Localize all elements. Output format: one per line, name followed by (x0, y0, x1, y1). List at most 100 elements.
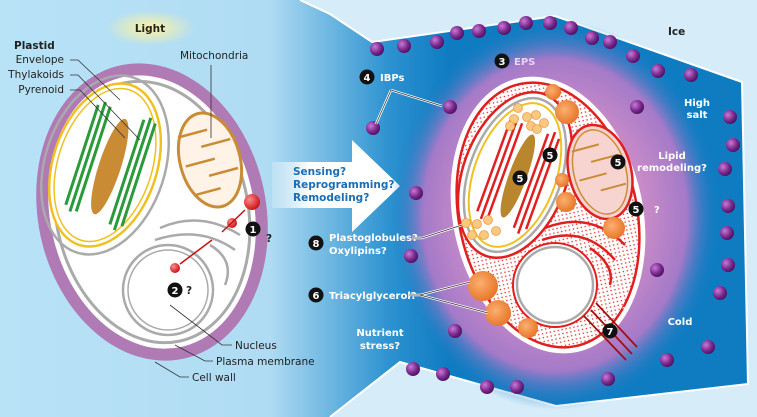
lipid-droplet (468, 271, 498, 301)
ice-binding-protein-bead (443, 100, 457, 114)
ice-binding-protein-bead (510, 380, 524, 394)
ice-binding-protein-bead (543, 16, 557, 30)
ice-binding-protein-bead (660, 353, 674, 367)
ice-binding-protein-bead (404, 249, 418, 263)
badge-5: 5 (628, 201, 644, 217)
ice-binding-protein-bead (726, 138, 740, 152)
nucleus-label: Nucleus (235, 340, 277, 352)
lipid-droplet (555, 100, 579, 124)
ice-label: Ice (668, 26, 685, 38)
plastid-label: Plastid (14, 40, 55, 52)
ice-binding-protein-bead (701, 340, 715, 354)
ice-binding-protein-bead (650, 263, 664, 277)
signal-molecule (244, 194, 260, 210)
plastoglobule (513, 103, 523, 113)
svg-text:5: 5 (615, 158, 622, 169)
badge-1: 1 (245, 221, 261, 237)
svg-text:8: 8 (313, 239, 320, 250)
plastoglobule (532, 124, 542, 134)
ice-binding-protein-bead (480, 380, 494, 394)
high-salt-label-2: salt (687, 110, 708, 121)
plastoglobule (531, 110, 541, 120)
svg-text:2: 2 (172, 286, 179, 297)
svg-text:7: 7 (607, 327, 614, 338)
ice-binding-protein-bead (370, 42, 384, 56)
svg-text:5: 5 (547, 151, 554, 162)
badge-8: 8 (308, 235, 324, 251)
lipid-droplet (555, 173, 569, 187)
ice-binding-protein-bead (721, 258, 735, 272)
ice-binding-protein-bead (497, 21, 511, 35)
plastoglobule (539, 118, 549, 128)
signal-arrow (179, 209, 246, 265)
ice-binding-protein-bead (723, 110, 737, 124)
signal-molecule (170, 263, 180, 273)
badge-5: 5 (610, 154, 626, 170)
ice-binding-protein-bead (450, 26, 464, 40)
plastoglobule (522, 112, 532, 122)
svg-text:3: 3 (499, 57, 506, 68)
badge-2: 2 (167, 282, 183, 298)
ice-binding-protein-bead (718, 162, 732, 176)
badge-7: 7 (602, 323, 618, 339)
ice-binding-protein-bead (409, 186, 423, 200)
ice-binding-protein-bead (630, 100, 644, 114)
plastoglobule (483, 215, 493, 225)
ice-binding-protein-bead (601, 372, 615, 386)
ice-binding-protein-bead (721, 199, 735, 213)
svg-text:1: 1 (250, 225, 257, 236)
badge-4: 4 (359, 69, 375, 85)
ice-binding-protein-bead (397, 39, 411, 53)
pyrenoid (91, 118, 129, 215)
transition-arrow (272, 140, 400, 232)
question-mark: ? (266, 233, 272, 245)
envelope-label: Envelope (16, 54, 64, 66)
thylakoids-label: Thylakoids (7, 69, 64, 81)
lipid-remodeling-label: Lipid (658, 151, 686, 162)
ice-binding-protein-bead (448, 324, 462, 338)
plastoglobules (461, 103, 549, 240)
thylakoids (64, 101, 157, 231)
ice-binding-protein-bead (564, 21, 578, 35)
ibps-label: IBPs (380, 73, 404, 84)
arrow-text-sensing: Sensing? (293, 166, 346, 178)
ice-binding-protein-bead (366, 121, 380, 135)
plastoglobule (472, 219, 482, 229)
plastid (39, 74, 171, 256)
svg-text:5: 5 (517, 174, 524, 185)
ice-binding-protein-bead (720, 226, 734, 240)
light-glow (105, 10, 195, 46)
lipid-droplet (603, 217, 625, 239)
endoplasmic-reticulum (154, 219, 241, 286)
ice-binding-protein-bead (713, 286, 727, 300)
ice-binding-protein-bead (430, 35, 444, 49)
badge-5: 5 (512, 170, 528, 186)
plastoglobule (467, 230, 477, 240)
lipid-droplet (485, 300, 511, 326)
plastoglobule (479, 230, 489, 240)
lipid-remodeling-label-2: remodeling? (637, 163, 707, 174)
pyrenoid-label: Pyrenoid (18, 84, 64, 96)
question-mark: ? (186, 285, 192, 297)
ice-binding-protein-bead (406, 362, 420, 376)
ice-binding-protein-bead (585, 31, 599, 45)
plasma-membrane-label: Plasma membrane (216, 356, 315, 368)
ice-binding-protein-bead (519, 16, 533, 30)
light-label: Light (135, 23, 165, 35)
plastoglobule (461, 218, 471, 228)
stressed-er (541, 220, 626, 286)
arrow-text-reprogramming: Reprogramming? (293, 179, 394, 191)
ice-binding-protein-bead (626, 49, 640, 63)
ice-boundary (299, 0, 750, 417)
question-mark: ? (654, 205, 660, 216)
eps-label: EPS (514, 57, 535, 68)
arrow-text-remodeling: Remodeling? (293, 192, 369, 204)
ice-binding-protein-bead (603, 35, 617, 49)
oxylipins-label: Oxylipins? (329, 246, 387, 257)
plastoglobule (505, 121, 515, 131)
high-salt-label: High (684, 98, 710, 109)
nutrient-stress-label-2: stress? (360, 341, 400, 352)
svg-text:4: 4 (364, 73, 371, 84)
cell-wall-label: Cell wall (192, 372, 236, 384)
